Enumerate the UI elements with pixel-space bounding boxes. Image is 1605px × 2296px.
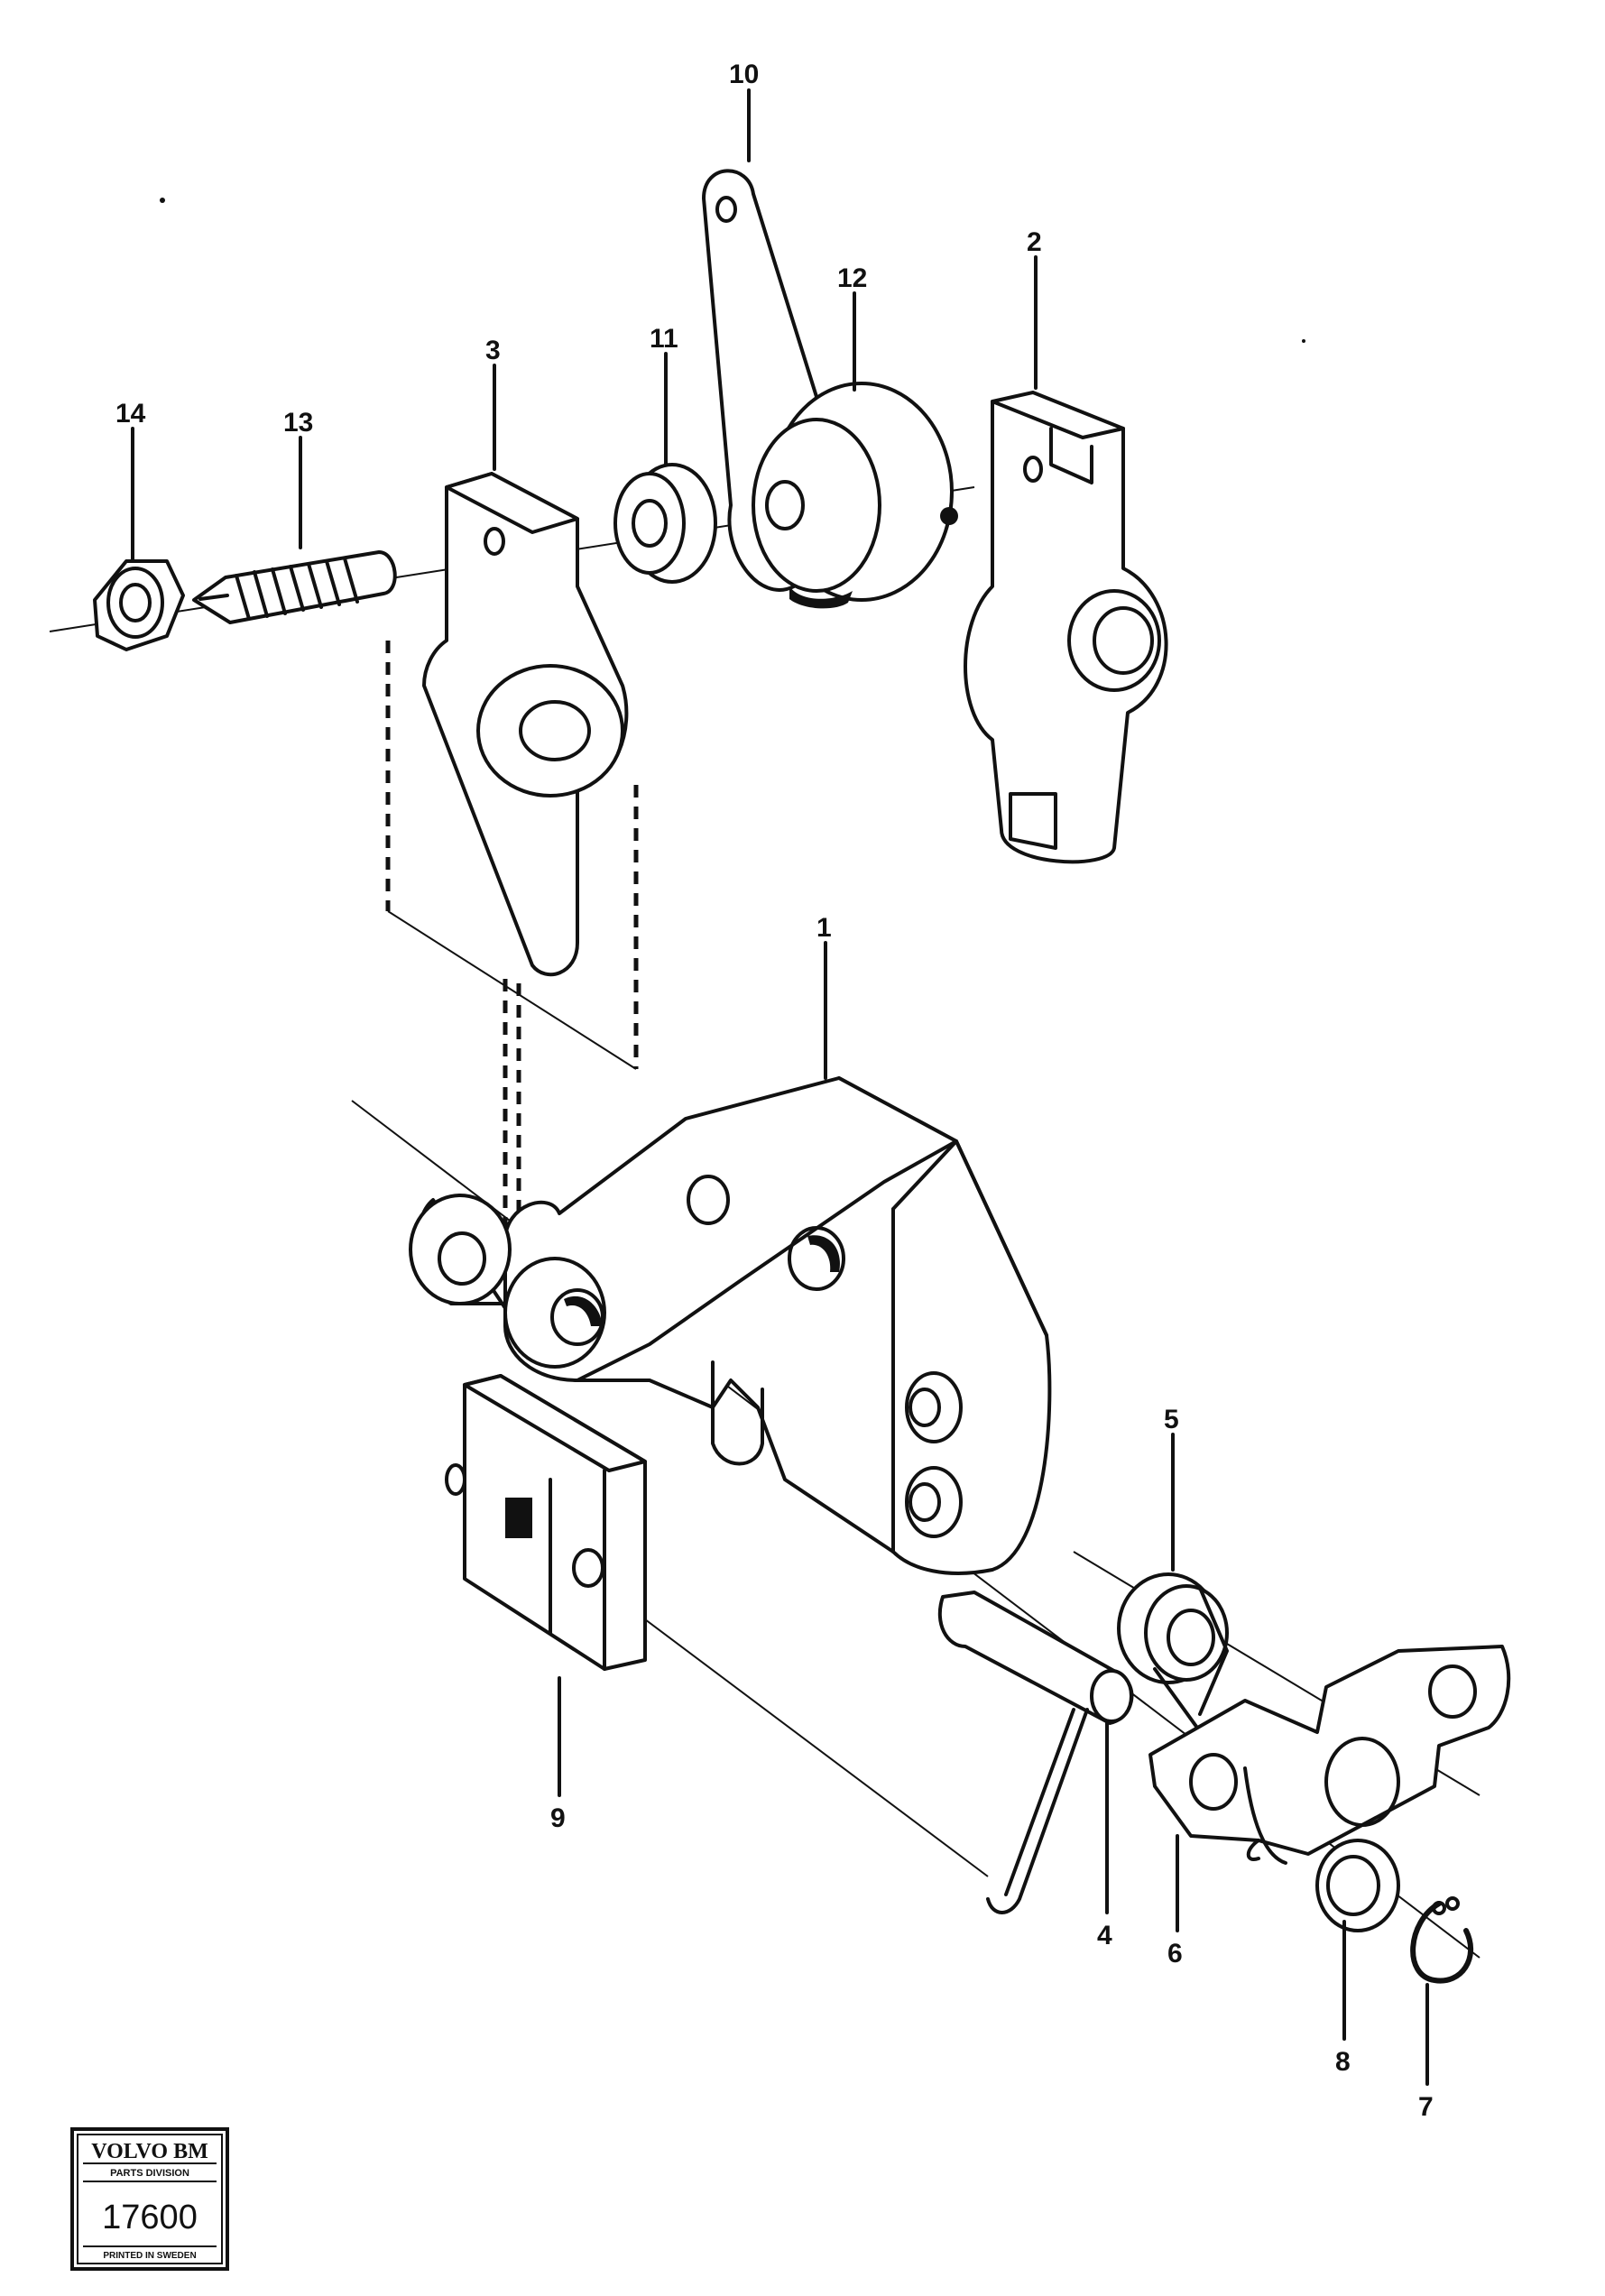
part-1-main-bracket	[409, 1076, 1052, 1575]
part-3-lever	[422, 472, 629, 977]
part-14-hex-nut	[93, 559, 185, 651]
part-8-washer	[1315, 1839, 1400, 1932]
part-11-bushing	[613, 463, 717, 584]
callout-2: 2	[1027, 227, 1042, 257]
leader-lines	[131, 88, 1429, 2086]
callout-8: 8	[1335, 2047, 1351, 2077]
part-5-spring	[1117, 1572, 1229, 1752]
callout-6: 6	[1167, 1939, 1183, 1969]
part-12-hub	[752, 382, 954, 609]
callout-4: 4	[1097, 1921, 1112, 1950]
callout-12: 12	[837, 263, 867, 293]
stamp-division: PARTS DIVISION	[110, 2168, 189, 2179]
part-7-circlip	[1410, 1896, 1473, 1984]
callout-5: 5	[1164, 1405, 1179, 1434]
part-2-bracket	[940, 391, 1168, 864]
stamp-printed: PRINTED IN SWEDEN	[103, 2251, 196, 2261]
callout-14: 14	[115, 399, 146, 429]
callout-7: 7	[1418, 2092, 1434, 2122]
callout-13: 13	[283, 408, 313, 438]
print-specks	[160, 198, 1305, 343]
stamp-number: 17600	[102, 2199, 198, 2236]
assembly-guide-dashed	[385, 641, 639, 1263]
callout-3: 3	[485, 336, 501, 365]
part-13-adjusting-screw	[192, 550, 397, 624]
callout-10: 10	[729, 60, 759, 89]
callout-11: 11	[650, 324, 678, 354]
part-9-pad-block	[445, 1374, 647, 1671]
callout-1: 1	[816, 913, 832, 943]
volvo-bm-stamp: VOLVO BM PARTS DIVISION 17600 PRINTED IN…	[70, 2127, 229, 2271]
callout-numbers: 10 2 12 11 3 13 14 1 5 9 4 6 8 7	[115, 60, 1434, 2122]
part-4-pin	[937, 1591, 1134, 1914]
callout-9: 9	[550, 1803, 566, 1833]
part-6-stop-plate	[1148, 1645, 1511, 1865]
stamp-brand: VOLVO BM	[91, 2140, 208, 2163]
